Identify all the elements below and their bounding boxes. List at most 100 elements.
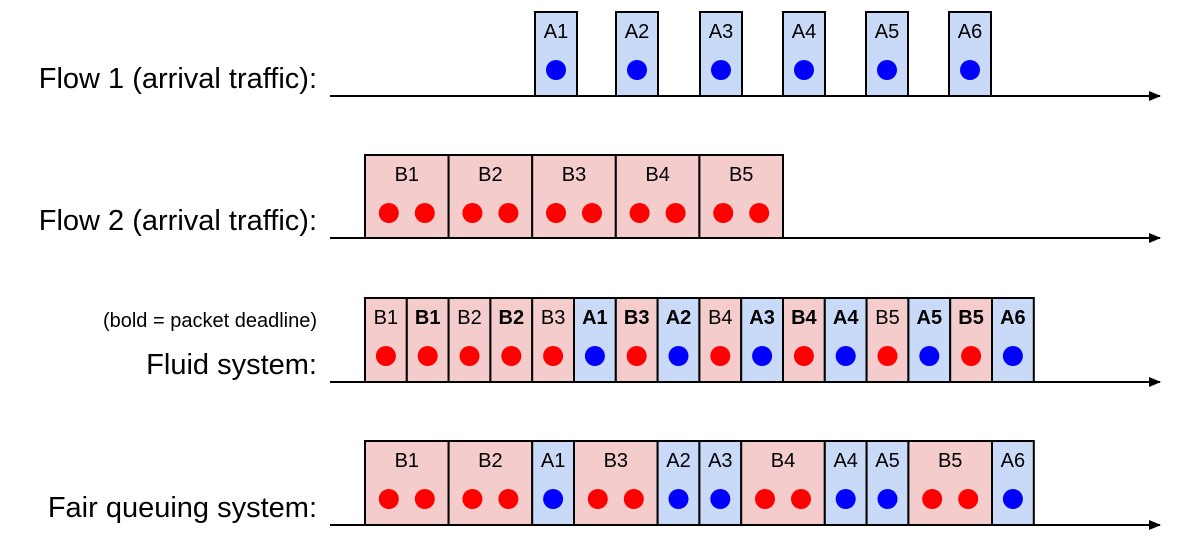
packet-box [573, 297, 617, 383]
row-label-flow-1: Flow 1 (arrival traffic): [39, 63, 317, 95]
packet-cell-b3: B3 [531, 297, 576, 383]
packet-cell-a4: A4 [782, 11, 826, 97]
packet-cell-b5: B5 [907, 440, 994, 526]
packet-label: A5 [917, 307, 943, 329]
packet-cell-b4: B4 [614, 154, 701, 239]
packet-cell-b4: B4 [698, 297, 743, 383]
red-packet-dot [414, 489, 435, 509]
packet-label: B1 [395, 164, 419, 186]
packet-label: B1 [374, 307, 398, 329]
packet-cell-b5: B5 [698, 154, 785, 239]
packet-box [447, 297, 492, 383]
packet-cell-b5: B5 [949, 297, 994, 383]
red-packet-dot [414, 203, 435, 223]
blue-packet-dot [627, 60, 647, 80]
packet-label: A4 [792, 21, 816, 43]
packet-box [698, 154, 785, 239]
packet-box [534, 11, 578, 97]
packet-label: B2 [478, 164, 502, 186]
packet-label: A3 [708, 450, 732, 472]
packet-box [782, 297, 826, 383]
packet-cell-a3: A3 [740, 297, 785, 383]
packet-label: B4 [791, 307, 817, 329]
blue-packet-dot [835, 346, 856, 366]
blue-packet-dot [1002, 489, 1023, 509]
packet-cell-a1: A1 [534, 11, 578, 97]
red-packet-dot [543, 346, 564, 366]
packet-box [489, 297, 534, 383]
red-packet-dot [749, 203, 770, 223]
packet-cell-b4: B4 [740, 440, 826, 526]
packet-cell-a5: A5 [907, 297, 952, 383]
packet-cell-a6: A6 [991, 440, 1035, 526]
blue-packet-dot [668, 346, 689, 366]
packet-cell-b1: B1 [364, 297, 408, 383]
packet-cell-b2: B2 [447, 154, 534, 239]
packet-cell-a4: A4 [823, 440, 868, 526]
red-packet-dot [629, 203, 650, 223]
red-packet-dot [498, 489, 519, 509]
red-packet-dot [755, 489, 775, 509]
packet-cell-b2: B2 [489, 297, 534, 383]
packet-cell-b3: B3 [573, 440, 659, 526]
packet-cell-a5: A5 [865, 11, 909, 97]
packet-label: A2 [625, 21, 649, 43]
packet-box [991, 297, 1035, 383]
packet-box [531, 440, 576, 526]
red-packet-dot [958, 489, 979, 509]
packet-cell-a1: A1 [573, 297, 617, 383]
packet-cell-b2: B2 [447, 297, 492, 383]
red-packet-dot [498, 203, 519, 223]
packet-label: A3 [749, 307, 775, 329]
packet-cell-b5: B5 [865, 297, 910, 383]
packet-label: B2 [499, 307, 525, 329]
blue-packet-dot [919, 346, 940, 366]
packet-label: A3 [709, 21, 733, 43]
blue-packet-dot [546, 60, 566, 80]
red-packet-dot [459, 346, 480, 366]
bold-deadline-note: (bold = packet deadline) [103, 310, 317, 332]
packet-cell-b1: B1 [364, 440, 450, 526]
packet-label: B3 [624, 307, 650, 329]
packet-cell-b2: B2 [447, 440, 534, 526]
red-packet-dot [791, 489, 811, 509]
packet-label: A6 [1001, 450, 1025, 472]
packet-label: A4 [833, 450, 857, 472]
packet-cell-b4: B4 [782, 297, 826, 383]
red-packet-dot [626, 346, 647, 366]
blue-packet-dot [835, 489, 856, 509]
red-packet-dot [417, 346, 438, 366]
packet-cell-a6: A6 [991, 297, 1035, 383]
packet-label: B2 [457, 307, 481, 329]
packet-cell-a5: A5 [865, 440, 910, 526]
blue-packet-dot [710, 489, 731, 509]
packet-label: A2 [666, 307, 692, 329]
packet-cell-b1: B1 [405, 297, 450, 383]
packet-box [614, 154, 701, 239]
blue-packet-dot [668, 489, 689, 509]
packet-box [865, 297, 910, 383]
packet-cell-b3: B3 [531, 154, 617, 239]
red-packet-dot [877, 346, 898, 366]
red-packet-dot [378, 489, 399, 509]
red-packet-dot [546, 203, 566, 223]
packet-label: A1 [582, 307, 608, 329]
packet-label: B4 [708, 307, 732, 329]
packet-box [948, 11, 992, 97]
red-packet-dot [793, 346, 814, 366]
packet-box [949, 297, 994, 383]
blue-packet-dot [543, 489, 564, 509]
packet-label: B3 [541, 307, 565, 329]
red-packet-dot [375, 346, 396, 366]
packet-label: B5 [938, 450, 962, 472]
red-packet-dot [623, 489, 644, 509]
packet-cell-a2: A2 [615, 11, 659, 97]
packet-label: A4 [833, 307, 859, 329]
packet-label: B2 [478, 450, 502, 472]
red-packet-dot [582, 203, 602, 223]
red-packet-dot [587, 489, 608, 509]
packet-cell-a4: A4 [823, 297, 868, 383]
